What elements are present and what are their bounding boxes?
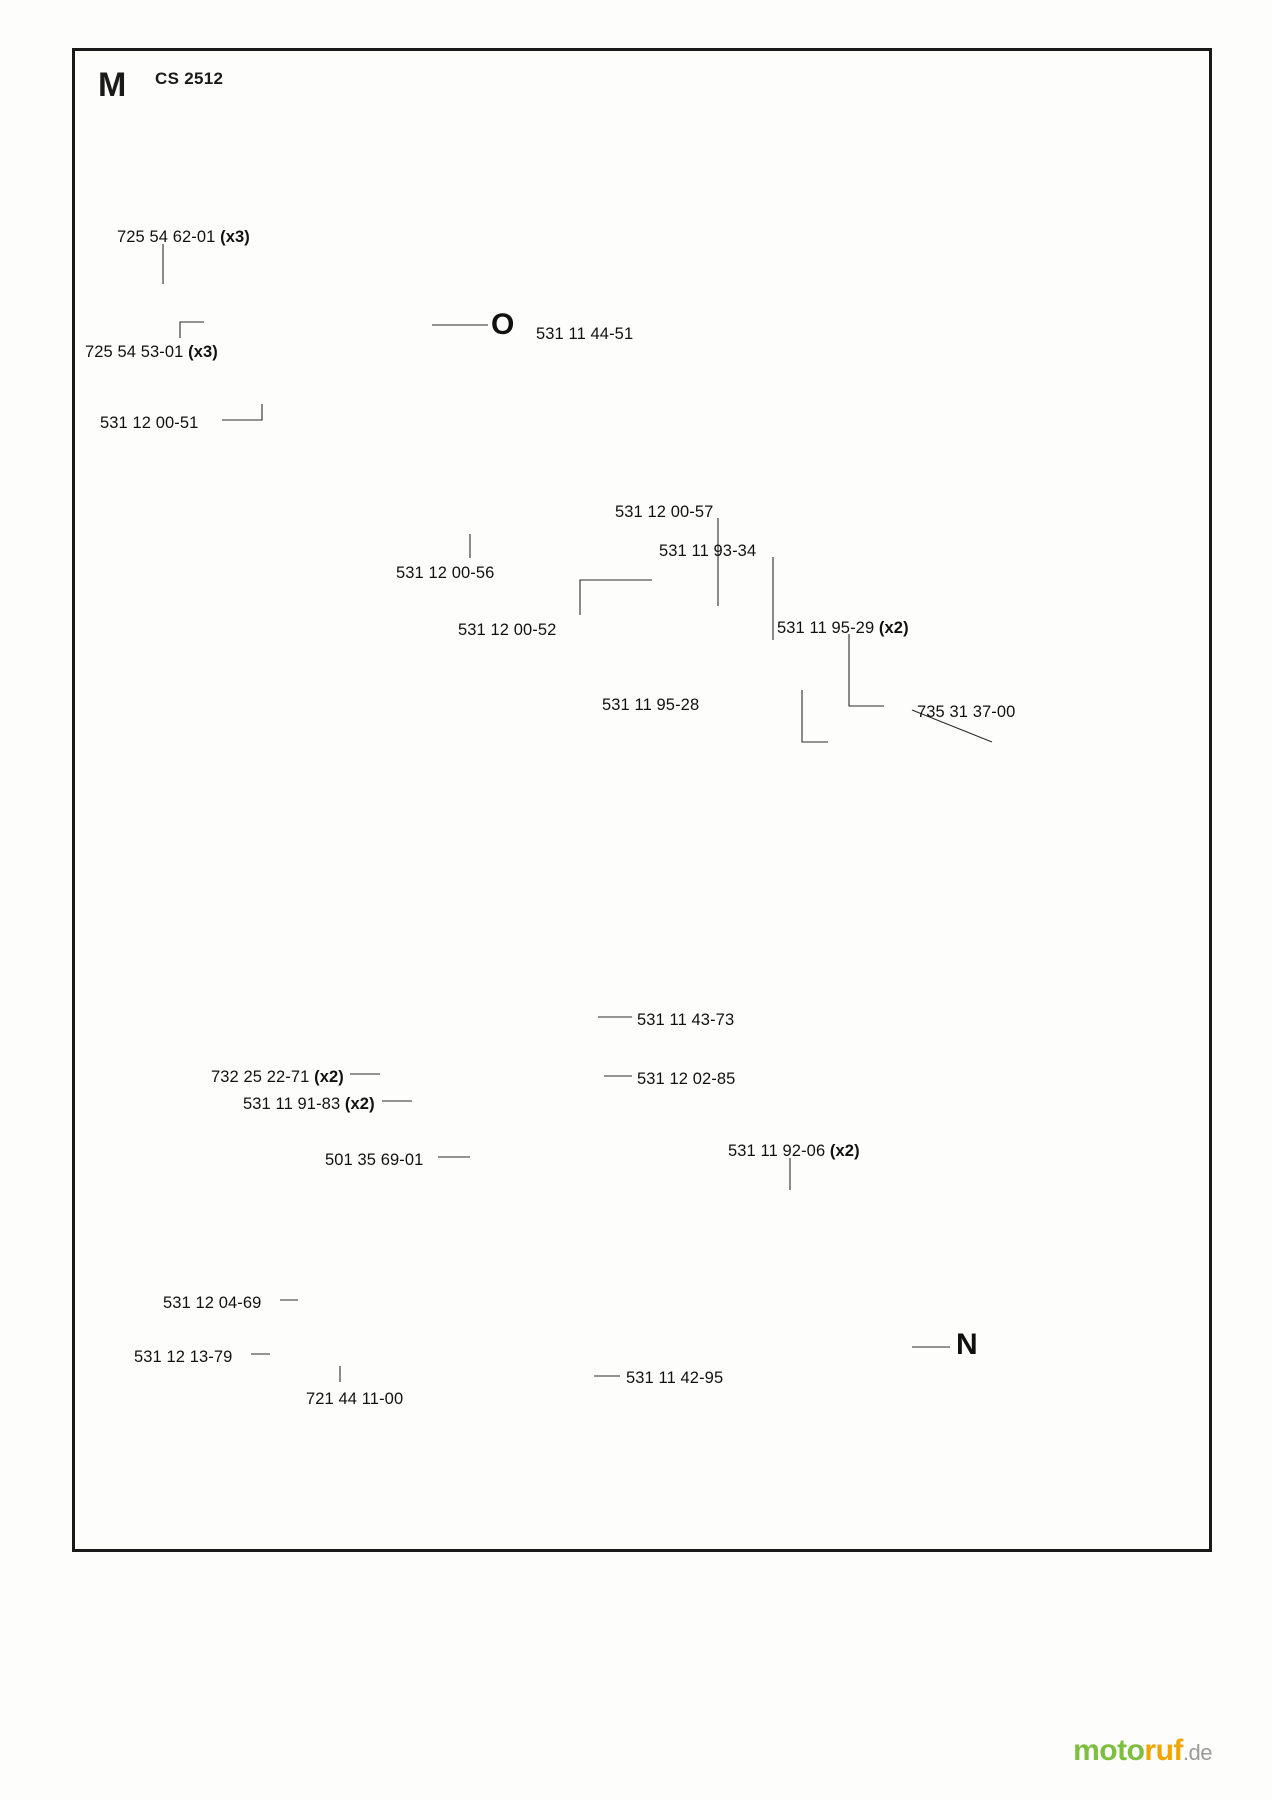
part-number: 725 54 53-01: [85, 343, 184, 361]
callout-531-12-04-69[interactable]: 531 12 04-69: [163, 1294, 261, 1313]
diagram-border: [72, 48, 1212, 1552]
callout-531-11-92-06[interactable]: 531 11 92-06 (x2): [728, 1142, 860, 1161]
part-qty: (x3): [188, 343, 218, 361]
callout-501-35-69-01[interactable]: 501 35 69-01: [325, 1151, 423, 1170]
part-number: 531 11 43-73: [637, 1011, 735, 1029]
part-number: 531 11 93-34: [659, 542, 757, 560]
part-number: 531 11 91-83: [243, 1095, 341, 1113]
part-number: 531 11 92-06: [728, 1142, 826, 1160]
callout-531-12-00-52[interactable]: 531 12 00-52: [458, 621, 556, 640]
callout-531-11-95-29[interactable]: 531 11 95-29 (x2): [777, 619, 909, 638]
part-qty: (x2): [344, 1095, 375, 1113]
part-qty: (x2): [878, 619, 909, 637]
part-number: 721 44 11-00: [306, 1390, 404, 1408]
part-qty: (x2): [314, 1068, 344, 1086]
part-number: 735 31 37-00: [917, 703, 1016, 721]
part-number: 531 11 95-28: [602, 696, 700, 714]
part-number: 531 12 04-69: [163, 1294, 262, 1312]
callout-531-11-44-51[interactable]: 531 11 44-51: [536, 325, 633, 344]
part-number: 501 35 69-01: [325, 1151, 424, 1169]
callout-725-54-53-01[interactable]: 725 54 53-01 (x3): [85, 343, 218, 362]
part-number: 531 11 95-29: [777, 619, 875, 637]
model-name: CS 2512: [155, 69, 224, 88]
callout-531-12-00-56[interactable]: 531 12 00-56: [396, 564, 494, 583]
reference-marker-n[interactable]: N: [956, 1328, 978, 1361]
part-number: 531 11 44-51: [536, 325, 634, 343]
watermark-moto: moto: [1073, 1734, 1145, 1767]
callout-531-11-42-95[interactable]: 531 11 42-95: [626, 1369, 723, 1388]
callout-725-54-62-01[interactable]: 725 54 62-01 (x3): [117, 228, 250, 247]
reference-marker-o[interactable]: O: [491, 308, 515, 341]
callout-531-11-43-73[interactable]: 531 11 43-73: [637, 1011, 734, 1030]
callout-735-31-37-00[interactable]: 735 31 37-00: [917, 703, 1015, 722]
part-qty: (x3): [220, 228, 250, 246]
callout-531-11-91-83[interactable]: 531 11 91-83 (x2): [243, 1095, 375, 1114]
callout-531-11-93-34[interactable]: 531 11 93-34: [659, 542, 756, 561]
part-number: 732 25 22-71: [211, 1068, 310, 1086]
part-number: 531 12 00-52: [458, 621, 557, 639]
part-number: 531 12 00-56: [396, 564, 495, 582]
section-letter: M: [98, 66, 126, 104]
part-number: 531 11 42-95: [626, 1369, 724, 1387]
part-qty: (x2): [829, 1142, 860, 1160]
callout-531-12-00-51[interactable]: 531 12 00-51: [100, 414, 198, 433]
part-number: 531 12 00-51: [100, 414, 199, 432]
callout-531-12-02-85[interactable]: 531 12 02-85: [637, 1070, 735, 1089]
callout-531-12-00-57[interactable]: 531 12 00-57: [615, 503, 713, 522]
callout-732-25-22-71[interactable]: 732 25 22-71 (x2): [211, 1068, 344, 1087]
callout-531-12-13-79[interactable]: 531 12 13-79: [134, 1348, 232, 1367]
watermark-ruf: ruf: [1144, 1734, 1183, 1767]
part-number: 531 12 02-85: [637, 1070, 736, 1088]
part-number: 531 12 00-57: [615, 503, 714, 521]
site-watermark: motoruf.de: [1073, 1734, 1212, 1768]
watermark-de: .de: [1182, 1740, 1213, 1765]
callout-531-11-95-28[interactable]: 531 11 95-28: [602, 696, 699, 715]
callout-721-44-11-00[interactable]: 721 44 11-00: [306, 1390, 403, 1409]
part-number: 725 54 62-01: [117, 228, 216, 246]
part-number: 531 12 13-79: [134, 1348, 233, 1366]
